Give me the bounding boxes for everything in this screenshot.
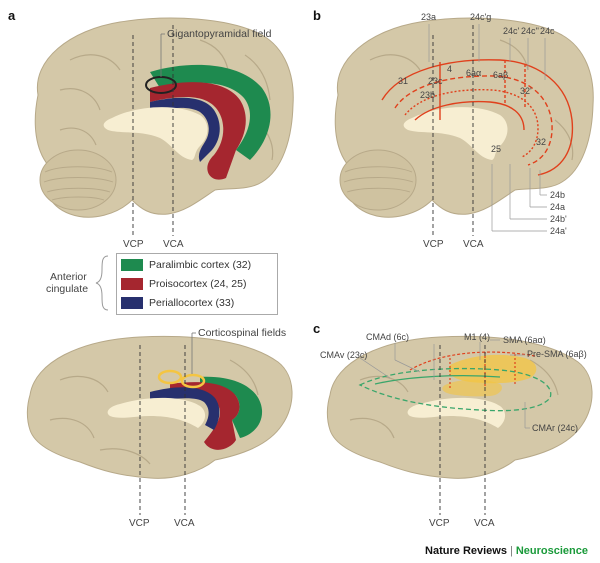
proisocortex-swatch xyxy=(121,278,143,290)
publisher-name: Nature Reviews xyxy=(425,545,507,557)
corticospinal-field-1 xyxy=(157,369,183,385)
legend-label: Proisocortex (24, 25) xyxy=(149,278,247,290)
journal-credit: Nature Reviews|Neuroscience xyxy=(425,545,588,557)
area-24c: 24c xyxy=(540,26,555,36)
periallocortex-swatch xyxy=(121,297,143,309)
corticospinal-field-2 xyxy=(180,373,206,389)
area-24cg: 24c'g xyxy=(470,12,491,22)
cingulate-label: cingulate xyxy=(46,283,88,295)
gigantopyramidal-label: Gigantopyramidal field xyxy=(167,28,272,40)
area-24a: 24a xyxy=(550,202,565,212)
area-4: 4 xyxy=(447,64,452,74)
corpus-callosum-a-bottom xyxy=(107,397,206,428)
area-24a-prime: 24a' xyxy=(550,226,567,236)
panel-label-a: a xyxy=(8,8,16,23)
corpus-callosum-a xyxy=(103,107,208,160)
paralimbic-band-a xyxy=(150,64,271,160)
panel-label-c: c xyxy=(313,321,321,336)
area-24c-prime: 24c' xyxy=(503,26,520,36)
cerebellum-a xyxy=(39,149,117,211)
legend: Paralimbic cortex (32) Proisocortex (24,… xyxy=(116,253,278,315)
area-32: 32 xyxy=(536,137,546,147)
presma-label: Pre-SMA (6aβ) xyxy=(527,349,587,359)
area-24b: 24b xyxy=(550,190,565,200)
paralimbic-band-a-bottom xyxy=(200,376,263,438)
legend-item-paralimbic: Paralimbic cortex (32) xyxy=(121,257,251,273)
cmav-label: CMAv (23c) xyxy=(320,350,367,360)
paralimbic-swatch xyxy=(121,259,143,271)
vca-label-c: VCA xyxy=(474,518,495,529)
brain-medial-a-top: Gigantopyramidal field VCP VCA xyxy=(34,17,294,250)
sma-label: SMA (6aα) xyxy=(503,335,546,345)
brain-lateral-a-bottom: Corticospinal fields VCP VCA xyxy=(26,327,293,529)
vca-label-b: VCA xyxy=(463,239,484,250)
panel-label-b: b xyxy=(313,8,321,23)
area-6ab: 6aβ xyxy=(493,70,508,80)
brain-lateral-c: CMAd (6c) M1 (4) SMA (6aα) CMAv (23c) Pr… xyxy=(320,332,593,529)
proisocortex-band-a-bottom xyxy=(170,382,240,450)
journal-name: Neuroscience xyxy=(515,545,588,557)
legend-label: Paralimbic cortex (32) xyxy=(149,259,252,271)
vca-label-a-top: VCA xyxy=(163,239,184,250)
cingulate-motor-outline xyxy=(358,367,552,412)
brain-medial-b: 23a 24c'g 24c' 24c'' 24c 4 6aα 6aβ 31 23… xyxy=(334,12,594,250)
area-25: 25 xyxy=(491,144,501,154)
vca-label-a-bottom: VCA xyxy=(174,518,195,529)
vcp-label-c: VCP xyxy=(429,518,450,529)
legend-label: Periallocortex (33) xyxy=(149,297,235,309)
vcp-label-a-bottom: VCP xyxy=(129,518,150,529)
vcp-label-a-top: VCP xyxy=(123,239,144,250)
area-23c: 23c xyxy=(428,76,443,86)
legend-item-proisocortex: Proisocortex (24, 25) xyxy=(121,276,246,292)
cingulate-motor-region xyxy=(442,379,502,397)
area-23a: 23a xyxy=(421,12,436,22)
vcp-label-b: VCP xyxy=(423,239,444,250)
m1-label: M1 (4) xyxy=(464,332,490,342)
area-24b-prime: 24b' xyxy=(550,214,567,224)
corticospinal-label: Corticospinal fields xyxy=(198,327,286,339)
area-23b: 23b xyxy=(420,90,435,100)
cmadl-label: CMAd (6c) xyxy=(366,332,409,342)
cytoarchitectonic-boundaries xyxy=(381,59,574,176)
area-24c-dprime: 24c'' xyxy=(521,26,539,36)
periallocortex-band-a-bottom xyxy=(150,387,220,430)
cmar-label: CMAr (24c) xyxy=(532,423,578,433)
area-31: 31 xyxy=(398,76,408,86)
periallocortex-band-a xyxy=(150,97,220,162)
legend-brace: Anterior cingulate xyxy=(46,255,109,311)
area-32-prime: 32' xyxy=(520,86,532,96)
area-6aa: 6aα xyxy=(466,68,481,78)
anterior-label: Anterior xyxy=(50,271,87,283)
legend-item-periallocortex: Periallocortex (33) xyxy=(121,295,234,311)
proisocortex-band-a xyxy=(150,82,246,180)
